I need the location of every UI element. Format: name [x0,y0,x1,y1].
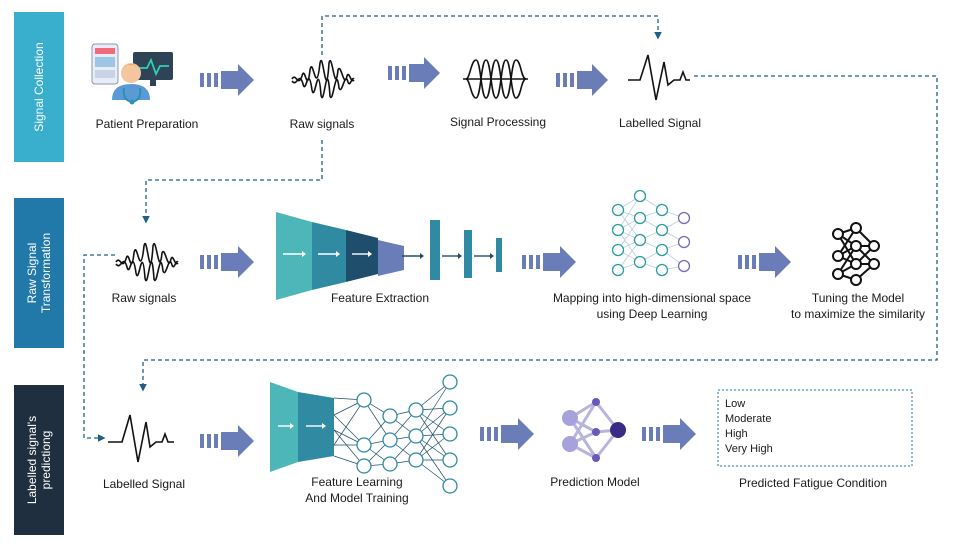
fatigue-levels-box: Low Moderate High Very High [717,389,913,467]
block-arrow-icon [200,64,254,96]
block-arrow-icon [642,418,696,450]
fatigue-level-low: Low [725,398,745,410]
labelled-signal-icon [628,54,690,101]
row-label-text-line1: Raw Signal [25,243,39,304]
block-arrow-icon [556,64,608,96]
block-arrow-icon [200,425,254,457]
row-label-text: Signal Collection [32,42,46,131]
block-arrow-icon [480,418,534,450]
connector-labelled-to-row3 [139,75,938,392]
patient-monitor-icon [91,43,173,105]
step-label-predicted-fatigue: Predicted Fatigue Condition [739,476,887,490]
step-label-feature-extraction: Feature Extraction [331,291,429,305]
step-label-raw-signals-2: Raw signals [112,291,177,305]
connector-raw-to-labelled [321,15,662,55]
row-label-text-line2: predictiong [39,431,53,490]
step-label-tuning-line1: Tuning the Model [812,291,904,305]
connector-raw-row1-to-row2 [142,140,323,224]
step-label-signal-processing: Signal Processing [450,115,546,129]
feature-extraction-funnel-icon [276,212,502,300]
connector-raw-row2-to-row3 [83,254,115,442]
step-label-labelled-signal: Labelled Signal [619,116,701,130]
row-label-text-line2: Transformation [39,233,53,313]
step-label-feature-learning-line2: And Model Training [305,491,408,505]
fatigue-level-moderate: Moderate [725,413,771,425]
prediction-model-icon [562,398,626,462]
fatigue-level-high: High [725,428,748,440]
dashed-connectors [83,15,938,442]
block-arrow-icon [738,246,791,278]
model-tuning-network-icon [832,222,880,286]
flow-arrows [200,57,791,457]
row-label-raw-signal-transformation: Raw Signal Transformation [14,198,64,348]
raw-signal-waveform-icon [115,242,179,282]
feature-learning-network-icon [270,374,458,494]
step-label-feature-learning-line1: Feature Learning [311,475,402,489]
step-label-raw-signals: Raw signals [290,117,355,131]
step-label-mapping-line2: using Deep Learning [597,307,708,321]
row-label-labelled-signal-prediction: Labelled signal's predictiong [14,385,64,535]
block-arrow-icon [522,246,576,278]
step-label-mapping-line1: Mapping into high-dimensional space [553,291,751,305]
processed-signal-icon [463,59,528,99]
block-arrow-icon [200,246,254,278]
step-label-labelled-signal-2: Labelled Signal [103,477,185,491]
raw-signal-waveform-icon [291,59,355,99]
fatigue-level-very-high: Very High [725,443,773,455]
step-label-tuning-line2: to maximize the similarity [791,307,925,321]
row-label-text-line1: Labelled signal's [25,416,39,504]
block-arrow-icon [388,57,440,89]
row-label-signal-collection: Signal Collection [14,12,64,162]
step-label-prediction-model: Prediction Model [550,475,639,489]
step-label-patient-preparation: Patient Preparation [96,117,199,131]
labelled-signal-icon [108,414,174,463]
neural-network-icon [611,189,691,277]
